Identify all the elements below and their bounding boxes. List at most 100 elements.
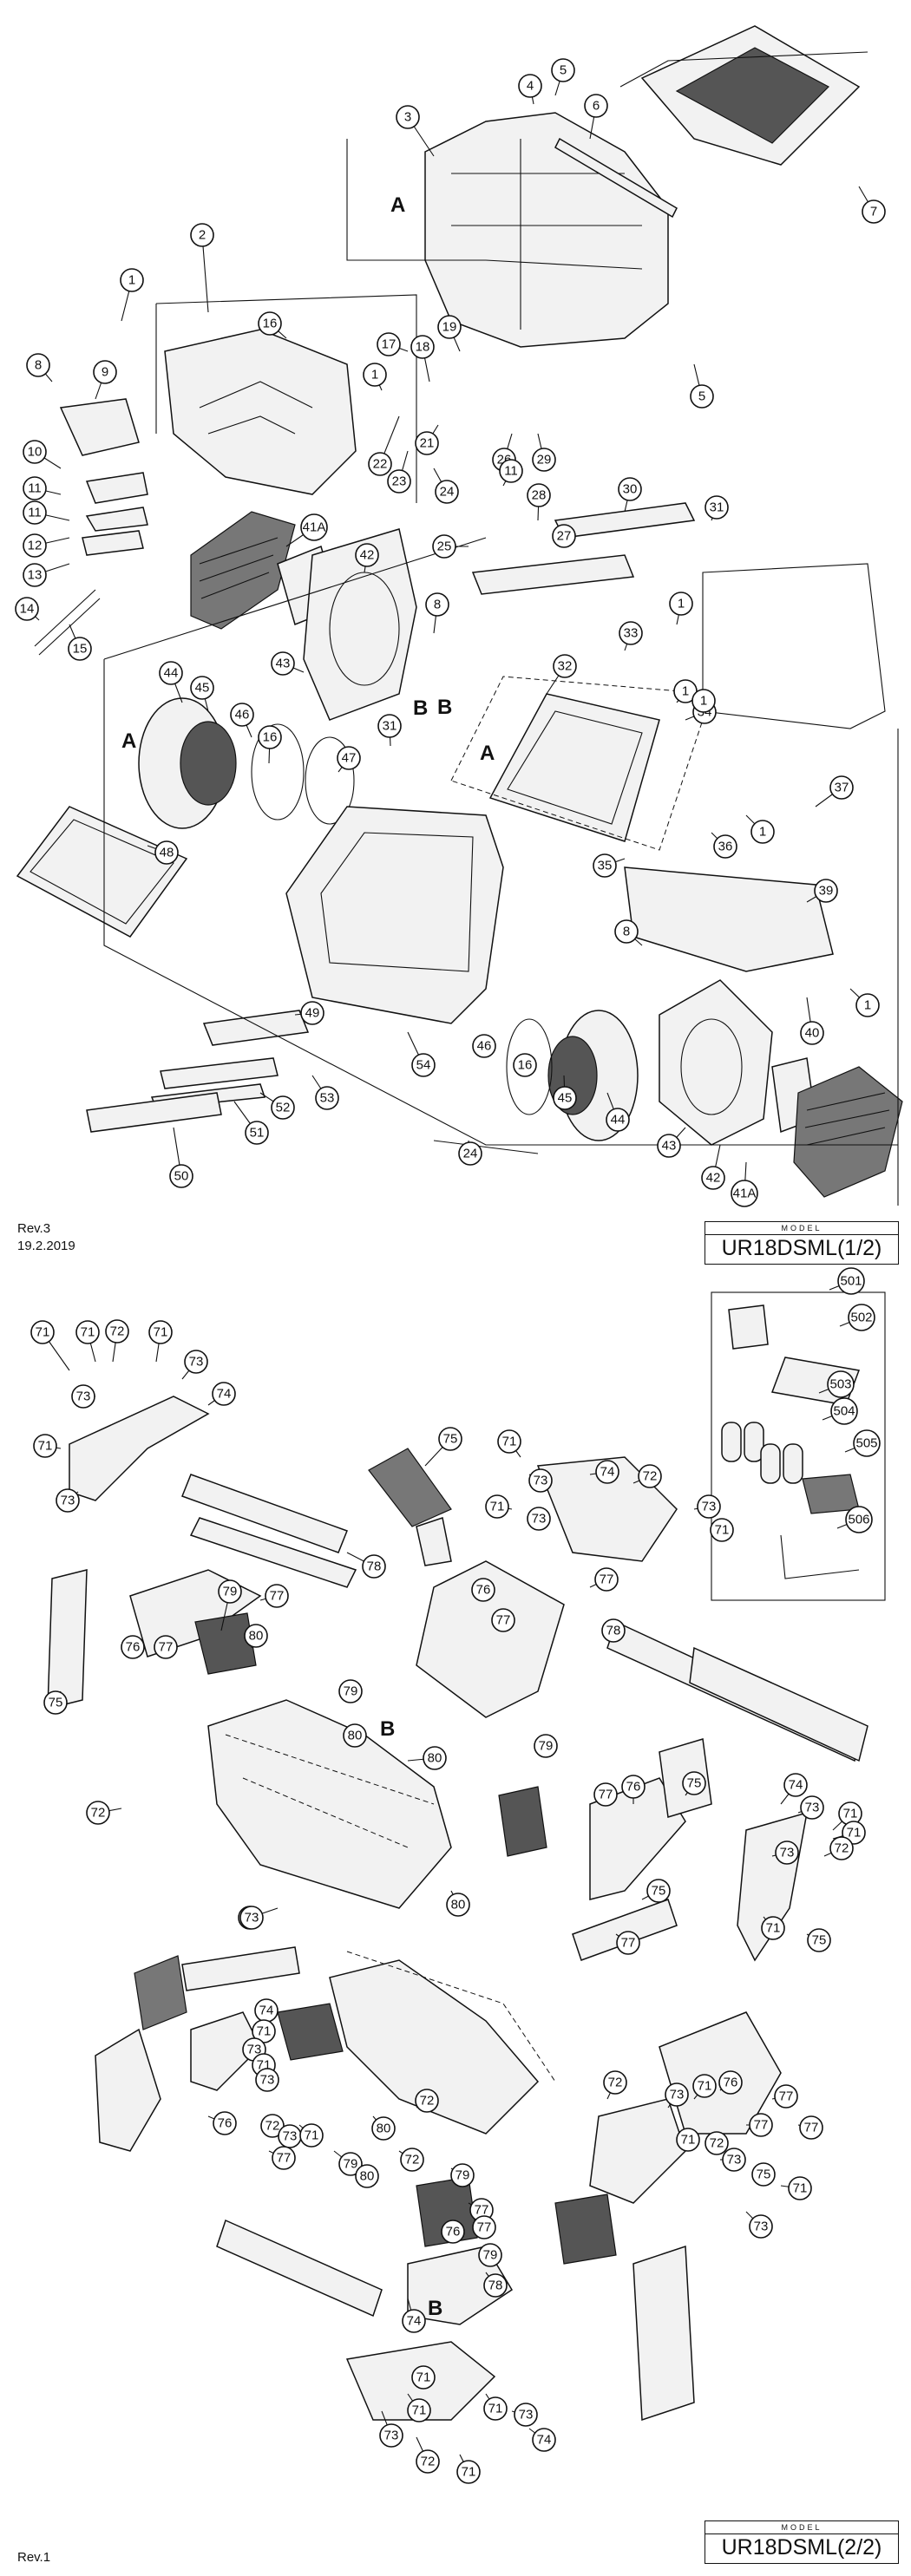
sheet2-callout-23: 71 [497,1429,521,1454]
front-frame [285,806,504,1024]
svg-text:19: 19 [442,320,457,335]
sheet1-assembly-marker-0: A [390,193,405,217]
key-strip [471,554,635,595]
svg-text:1: 1 [759,825,766,840]
sheet1-callout-24: 24 [435,480,459,504]
rail-78 [181,1474,348,1553]
sheet1-callout-59: 53 [315,1086,339,1110]
sheet2-callout-0: 71 [30,1320,55,1344]
accessory-callout-0: 501 [837,1267,865,1295]
sheet1-callout-28: 27 [552,524,576,548]
svg-text:73: 73 [532,1512,547,1527]
svg-text:30: 30 [623,482,638,497]
svg-text:72: 72 [265,2119,280,2134]
svg-text:73: 73 [283,2129,298,2144]
svg-text:71: 71 [81,1325,95,1340]
svg-text:11: 11 [504,464,518,479]
sheet2-callout-78: 73 [514,2403,538,2427]
sheet2-callout-58: 76 [213,2111,237,2135]
svg-text:71: 71 [154,1325,168,1340]
sheet2-callout-55: 72 [260,2114,285,2138]
sheet1-model-label: MODEL [781,1224,823,1232]
foot-79 [194,1612,257,1675]
sheet1-callout-5: 6 [584,94,608,118]
svg-text:1: 1 [682,684,689,699]
svg-text:23: 23 [392,474,407,489]
svg-text:43: 43 [662,1139,677,1154]
svg-text:71: 71 [36,1325,50,1340]
svg-text:73: 73 [519,2408,534,2422]
sheet2-assembly-marker-1: B [428,2297,442,2320]
sheet2-callout-10: 78 [362,1554,386,1579]
svg-text:77: 77 [779,2089,794,2104]
sheet1-callout-18: 18 [410,335,435,359]
svg-text:72: 72 [835,1841,849,1856]
battery-1 [721,1422,742,1462]
svg-text:1: 1 [128,273,135,288]
sheet2-model-box: MODEL UR18DSML(2/2) [705,2520,899,2564]
sheet2-callout-12: 76 [121,1635,145,1659]
svg-text:78: 78 [606,1624,621,1638]
strip-75-bottom [632,2245,695,2422]
sheet1-callout-64: 44 [606,1108,630,1132]
svg-text:73: 73 [780,1846,795,1860]
sheet1-callout-56: 1 [855,993,880,1017]
svg-text:73: 73 [805,1801,820,1815]
svg-text:72: 72 [405,2153,420,2167]
sheet1-callout-42: 47 [337,746,361,770]
svg-text:75: 75 [757,2167,771,2182]
sheet2-callout-34: 78 [601,1618,626,1643]
sheet1-callout-15: 15 [68,637,92,661]
sheet2-callout-2: 72 [105,1319,129,1344]
svg-text:79: 79 [483,2248,498,2263]
svg-text:76: 76 [126,1640,141,1655]
svg-text:47: 47 [342,751,357,766]
svg-text:79: 79 [223,1585,238,1599]
svg-text:77: 77 [159,1640,174,1655]
sheet1-callout-72: 5 [690,384,714,409]
svg-text:80: 80 [451,1898,466,1912]
sheet1-callout-13: 13 [23,563,47,587]
svg-text:73: 73 [384,2429,399,2443]
svg-text:49: 49 [305,1006,320,1021]
svg-text:31: 31 [383,719,397,734]
svg-text:44: 44 [611,1113,626,1128]
left-ring-2 [305,736,355,825]
sheet2-callout-77: 71 [483,2396,508,2421]
part-49 [202,1010,310,1046]
ac-adapter [728,1304,769,1350]
rail-78b [189,1517,357,1588]
sheet2-callout-74: 73 [379,2423,403,2448]
sheet1-revision: Rev.3 [17,1221,51,1236]
svg-text:80: 80 [249,1629,264,1644]
sheet1-callout-45: 33 [619,621,643,645]
sheet2-callout-62: 72 [415,2089,439,2113]
sheet2-callout-64: 72 [400,2148,424,2172]
sheet1-callout-20: 19 [437,315,462,339]
sheet1-callout-68: 50 [169,1164,193,1188]
svg-text:506: 506 [848,1513,869,1527]
sheet1-assembly-marker-1: A [480,742,495,765]
right-ring [506,1018,553,1115]
sheet1-assembly-marker-2: B [437,696,452,719]
svg-text:31: 31 [710,500,724,515]
sheet1-callout-51: 35 [593,853,617,878]
sheet2-callout-38: 75 [682,1771,706,1795]
sheet2-callout-73: 71 [407,2398,431,2422]
svg-text:75: 75 [652,1884,666,1899]
svg-text:42: 42 [360,548,375,563]
sheet1-callout-12: 12 [23,533,47,558]
svg-text:74: 74 [600,1465,615,1480]
svg-text:77: 77 [599,1788,613,1802]
sheet2-callout-72: 71 [411,2365,436,2390]
sheet1-callout-25: 25 [432,534,456,559]
sheet2-callout-39: 74 [783,1773,808,1797]
accessory-callout-4: 505 [853,1429,881,1457]
sheet2-callout-43: 72 [829,1836,854,1860]
left-housing [164,329,357,495]
sheet1-callout-9: 10 [23,440,47,464]
svg-text:1: 1 [864,998,871,1013]
